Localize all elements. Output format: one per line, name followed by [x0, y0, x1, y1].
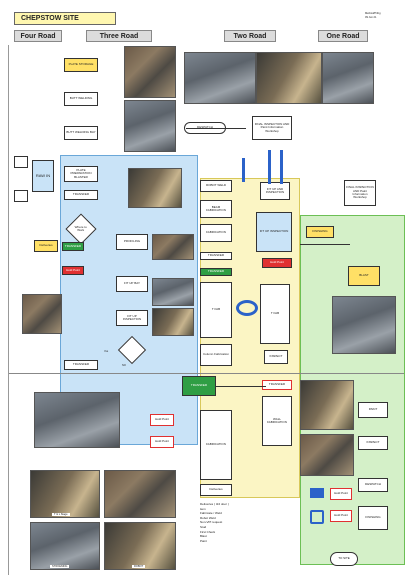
box-butt-welding: BUTT WELDING — [64, 92, 98, 106]
legend-item: Blast — [200, 534, 207, 539]
top-right-note-1: Method/Prtbg — [365, 12, 381, 15]
caption-stiffening: STIFFENING — [50, 565, 70, 568]
box-right-top: FINAL INSPECTION AND Paint Information W… — [344, 180, 376, 206]
photo-paint-1 — [300, 380, 354, 430]
legend-item: Non-VPI request — [200, 520, 223, 525]
arrow-vertical-1 — [268, 150, 271, 184]
box-blast: BLAST — [348, 266, 380, 286]
box-red-right-1: Hold Point — [330, 488, 352, 500]
photo-blast-booth — [332, 296, 396, 354]
arrow-horizontal-1 — [186, 128, 246, 129]
photo-plate-stock — [124, 46, 176, 98]
box-red-low-1: Hold Point — [150, 414, 174, 426]
photo-four-road-2 — [104, 470, 176, 518]
photo-paint-2 — [300, 434, 354, 476]
box-transfer-mid: TRANSFER — [200, 252, 232, 260]
page-title: CHEPSTOW SITE — [14, 12, 116, 25]
box-robot-weld: ROBOT WELD — [200, 180, 232, 192]
box-dispatch-right: DESPATCH — [358, 478, 388, 492]
arrow-horizontal-3 — [300, 244, 350, 245]
crane-icon — [310, 510, 324, 524]
box-fit-and-inspection: FIT UP AND INSPECTION — [260, 182, 290, 200]
horizontal-divider — [8, 373, 404, 374]
label-yes: Yes — [104, 350, 109, 353]
arrow-vertical-3 — [242, 158, 245, 182]
box-grey-left: TRANSFER — [64, 360, 98, 370]
photo-robot — [104, 522, 176, 570]
box-yellow-start: Deliveries — [34, 240, 58, 252]
box-red-right-2: Hold Point — [330, 510, 352, 522]
box-red-transfer: TRANSFER — [262, 380, 292, 390]
legend-item: Fabricate / Weld — [200, 511, 222, 516]
legend-item: Robot Weld — [200, 515, 216, 520]
photo-one-road — [322, 52, 374, 104]
box-fit-up-bay-2: FIT UP INSPECTION — [116, 310, 148, 326]
box-tfab-col: T FAB — [260, 284, 290, 344]
where-to-label: Where to Work — [74, 224, 88, 232]
box-tfab: T FAB — [200, 282, 232, 338]
photo-profiling — [152, 234, 194, 260]
column-header-one-road: One Road — [318, 30, 368, 42]
photo-fit-up — [152, 278, 194, 306]
photo-plate-prep — [128, 168, 182, 208]
legend-item: Stud — [200, 524, 207, 529]
photo-two-road-1 — [184, 52, 256, 104]
truck-icon — [310, 488, 324, 498]
box-plate-storage: PLATE STORAGE — [64, 58, 98, 72]
photo-four-road-yard — [22, 294, 62, 334]
box-fit-up-bay: FIT UP BAY — [116, 276, 148, 292]
legend-item: item — [200, 506, 206, 511]
box-fabrication-low: FABRICATION — [200, 410, 232, 480]
box-deliveries-low: Deliveries — [200, 484, 232, 496]
label-no: NO — [122, 364, 126, 367]
cycle-arrow-icon — [236, 300, 258, 316]
photo-two-road-2 — [256, 52, 322, 104]
photo-stiffening — [30, 522, 100, 570]
box-paint: PAINT — [358, 402, 388, 418]
box-wall-fab: WALL FABRICATION — [262, 396, 292, 446]
box-yellow-mid: FINISHING — [306, 226, 334, 238]
caption-t-l-stage: T & L Stage — [52, 513, 70, 516]
box-plate-preparation: PLATE PREPARATION BLASTER — [64, 166, 98, 182]
box-red-low-2: Hold Point — [150, 436, 174, 448]
box-beam-fab: BEAM FABRICATION — [200, 200, 232, 218]
box-red-left: Hold Point — [62, 266, 84, 275]
box-transfer: TRANSFER — [64, 190, 98, 200]
column-header-two-road: Two Road — [224, 30, 276, 42]
legend-item: First Check — [200, 529, 216, 534]
photo-welding-bay — [124, 100, 176, 152]
box-inspection-col: FIT UP INSPECTION — [256, 212, 292, 252]
column-header-three-road: Three Road — [86, 30, 152, 42]
photo-t-l-stage — [30, 470, 100, 518]
box-insp-small: INSPECT — [264, 350, 288, 364]
box-butt-welding-bay: BUTT WELDING BAY — [64, 126, 98, 140]
box-final-inspection: FINAL INSPECTION AND Paint Information W… — [252, 116, 292, 140]
box-left-small-2 — [14, 190, 28, 202]
box-finishing-right: FINISHING — [358, 506, 388, 530]
caption-robot: ROBOT — [132, 565, 146, 568]
box-left-small-1 — [14, 156, 28, 168]
arrow-horizontal-2 — [216, 386, 266, 387]
photo-four-road-lower — [34, 392, 120, 448]
box-raw-in: RAW IN — [32, 160, 54, 192]
photo-fit-up-2 — [152, 308, 194, 336]
box-to-site: TO SITE — [330, 552, 358, 566]
box-inspect: INSPECT — [358, 436, 388, 450]
vertical-divider — [8, 45, 9, 575]
box-column-fab: Column Fabrication — [200, 344, 232, 366]
arrow-vertical-2 — [280, 150, 283, 184]
top-right-note-2: 09 Jun 21 — [365, 16, 377, 19]
legend: Deliveries ( 3rd door ) item Fabricate /… — [200, 502, 260, 562]
column-header-four-road: Four Road — [14, 30, 62, 42]
box-green-transfer: TRANSFER — [182, 376, 216, 396]
box-green-mid: TRANSFER — [200, 268, 232, 276]
box-fab-2: FABRICATION — [200, 224, 232, 242]
box-green-left: TRANSFER — [62, 242, 84, 251]
box-red-mid: Hold Point — [262, 258, 292, 268]
legend-item: Deliveries ( 3rd door ) — [200, 502, 229, 506]
box-profiling: PROFILING — [116, 234, 148, 250]
legend-item: Paint — [200, 538, 207, 543]
